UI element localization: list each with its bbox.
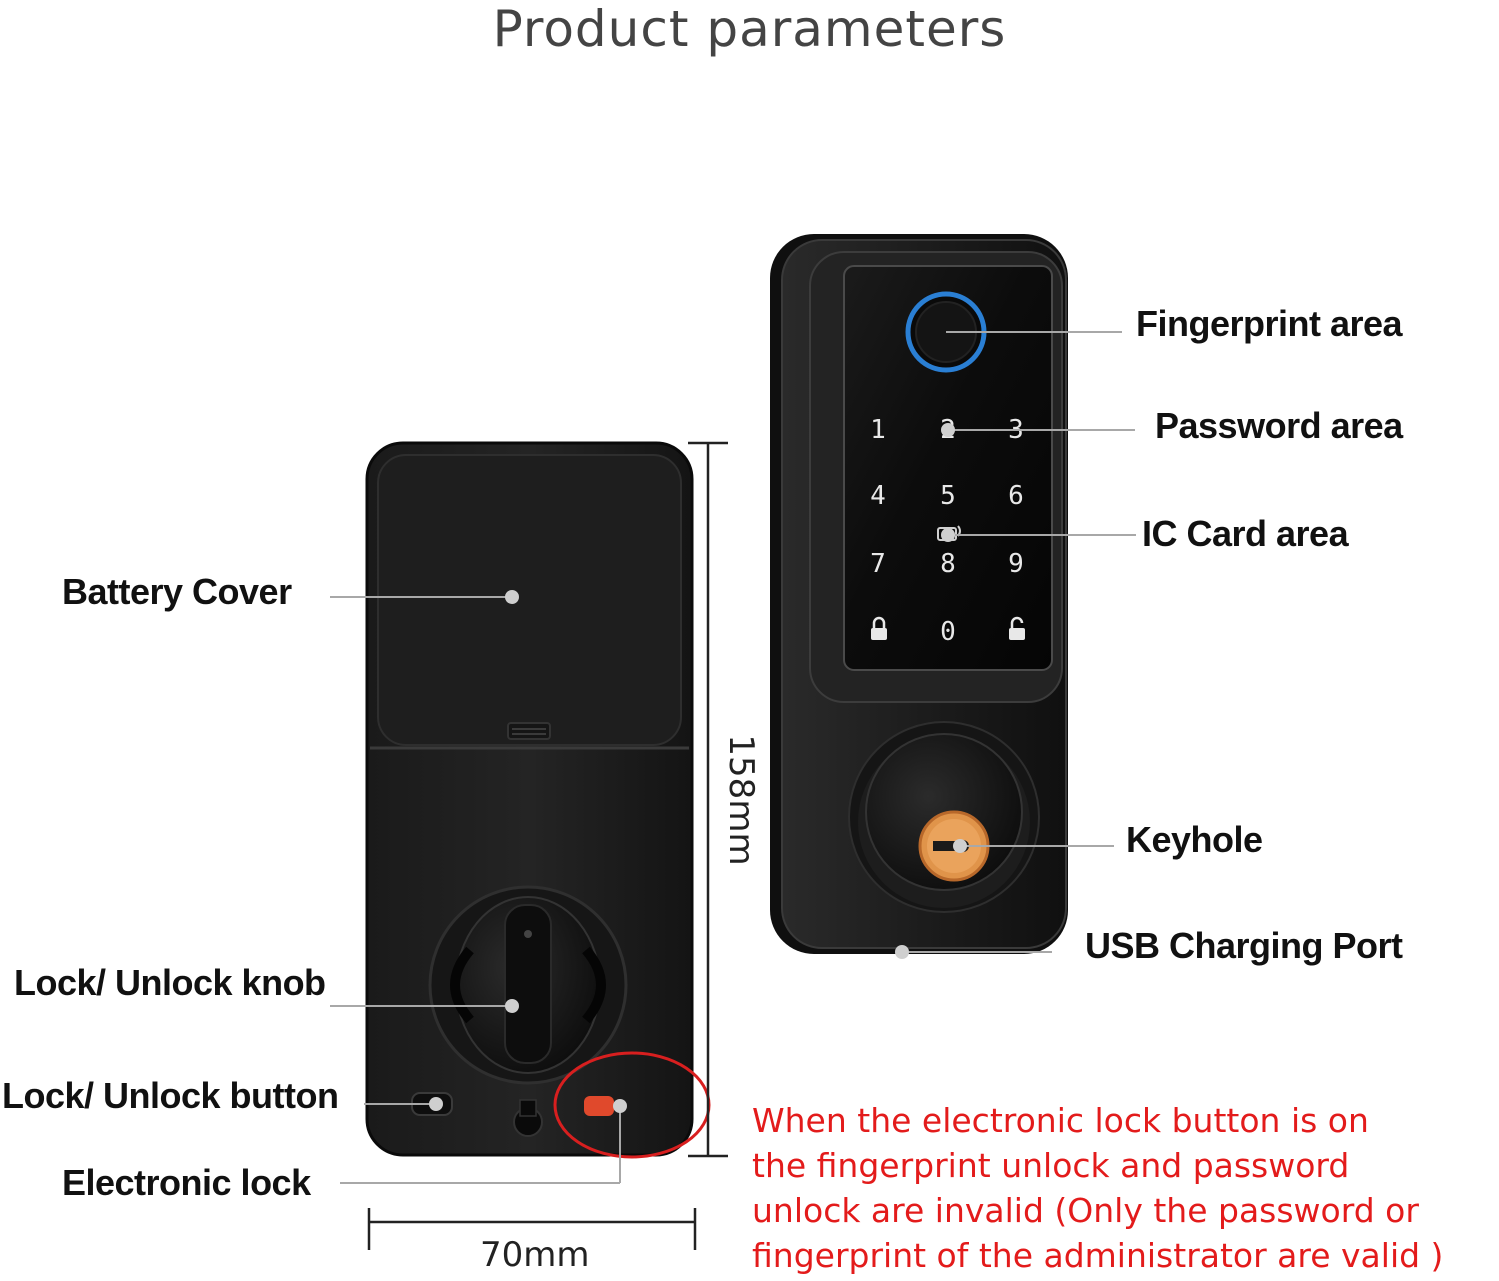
note-line: fingerprint of the administrator are val… [752, 1236, 1444, 1275]
keypad[interactable]: 1 2 3 4 5 6 7 8 9 0 [870, 415, 1024, 647]
note-line: the fingerprint unlock and password [752, 1146, 1350, 1185]
electronic-lock-note: When the electronic lock button is on th… [752, 1098, 1492, 1278]
back-unit [365, 441, 694, 1157]
key-8[interactable]: 8 [940, 549, 956, 579]
electronic-lock-switch[interactable] [584, 1096, 614, 1116]
ic-card-area-label: IC Card area [1142, 513, 1349, 554]
electronic-lock-label: Electronic lock [62, 1162, 311, 1203]
keyhole-label: Keyhole [1126, 819, 1263, 860]
fingerprint-area-label: Fingerprint area [1136, 303, 1403, 344]
lock-unlock-button-label: Lock/ Unlock button [2, 1075, 339, 1116]
lock-unlock-knob-label: Lock/ Unlock knob [14, 962, 326, 1003]
battery-cover[interactable] [377, 454, 682, 746]
key-9[interactable]: 9 [1008, 549, 1024, 579]
lock-unlock-knob[interactable] [450, 896, 606, 1074]
unlock-icon[interactable] [1009, 616, 1025, 640]
battery-cover-label: Battery Cover [62, 571, 292, 612]
usb-charging-port-label: USB Charging Port [1085, 925, 1403, 966]
key-0[interactable]: 0 [940, 617, 956, 647]
front-unit: 1 2 3 4 5 6 7 8 9 0 [770, 234, 1068, 954]
key-6[interactable]: 6 [1008, 481, 1024, 511]
note-line: When the electronic lock button is on [752, 1101, 1369, 1140]
height-dimension: 158mm [721, 734, 761, 865]
note-line: unlock are invalid (Only the password or [752, 1191, 1419, 1230]
lock-icon[interactable] [871, 616, 887, 640]
dimension-lines [367, 441, 728, 1250]
leader-lines [330, 331, 1136, 1184]
key-4[interactable]: 4 [870, 481, 886, 511]
password-area-label: Password area [1155, 405, 1403, 446]
page-title: Product parameters [492, 0, 1007, 58]
key-5[interactable]: 5 [940, 481, 956, 511]
width-dimension: 70mm [480, 1235, 590, 1275]
key-1[interactable]: 1 [870, 415, 886, 445]
key-7[interactable]: 7 [870, 549, 886, 579]
